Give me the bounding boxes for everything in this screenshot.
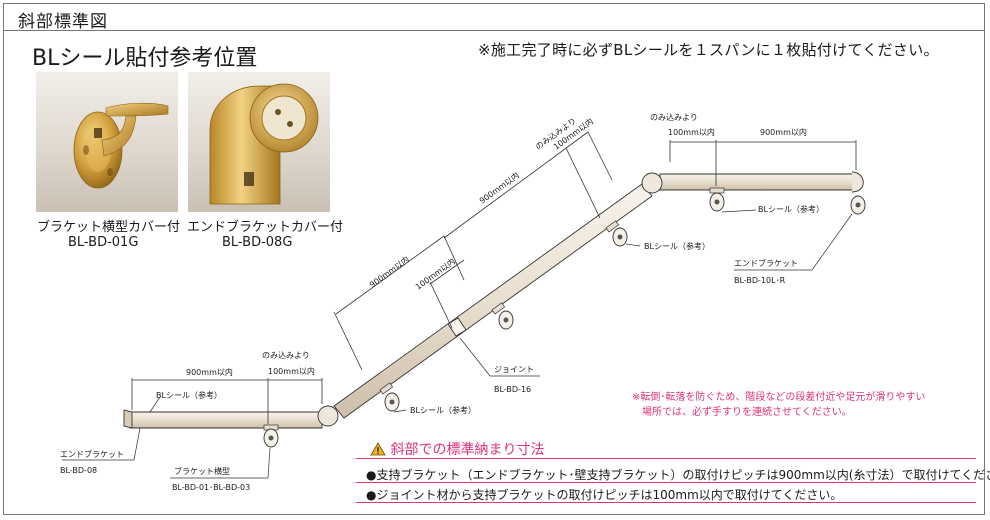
dimension-lines-lower xyxy=(131,378,323,424)
product-code-2: BL-BD-08G xyxy=(222,235,293,250)
header-bar: 斜部標準図 xyxy=(4,4,984,32)
handrail-lower xyxy=(123,409,323,429)
label-end-bracket-left: エンドブラケット xyxy=(60,449,124,459)
label-end-bracket-left-code: BL-BD-08 xyxy=(60,466,97,475)
caution-rule-bottom xyxy=(356,502,976,503)
label-bl-seal-mid: BLシール（参考） xyxy=(410,405,476,415)
safety-warning-line-1: ※転倒･転落を防ぐため、階段などの段差付近や足元が滑りやすい xyxy=(632,392,926,403)
safety-warning-line-2: 場所では、必ず手すりを連続させてください。 xyxy=(632,407,852,418)
dim-right-900: 900mm以内 xyxy=(760,127,807,137)
dim-slope-900-lower: 900mm以内 xyxy=(367,254,411,290)
end-bracket-image xyxy=(209,83,319,205)
handrail-slope xyxy=(333,183,653,419)
label-bl-seal-right: BLシール（参考） xyxy=(758,204,824,214)
callout-leaders xyxy=(62,209,853,479)
dim-left-900: 900mm以内 xyxy=(186,367,233,377)
figure-frame xyxy=(3,3,985,515)
product-name-1: ブラケット横型カバー付 xyxy=(37,220,181,235)
dimension-lines-upper xyxy=(669,140,857,186)
product-photo-bracket-horizontal xyxy=(36,72,178,212)
end-bracket-right-shape xyxy=(850,171,866,215)
label-bracket-horizontal: ブラケット横型 xyxy=(174,466,230,476)
caution-rule-mid xyxy=(356,482,976,483)
handrail-upper xyxy=(659,173,857,191)
caution-title-text: 斜部での標準納まり寸法 xyxy=(390,442,545,458)
label-bl-seal-upper: BLシール（参考） xyxy=(644,241,710,251)
bracket-horizontal-image xyxy=(73,102,169,189)
product-code-1: BL-BD-01G xyxy=(68,235,139,250)
product-name-2: エンドブラケットカバー付 xyxy=(187,220,344,235)
header-title: 斜部標準図 xyxy=(18,12,108,32)
label-bl-seal-left: BLシール（参考） xyxy=(156,390,222,400)
dim-right-100: 100mm以内 xyxy=(668,127,715,137)
warning-triangle-icon xyxy=(370,442,386,456)
caution-rule-top xyxy=(356,458,976,459)
bracket-slope-3 xyxy=(605,220,628,247)
label-joint-code: BL-BD-16 xyxy=(494,385,531,394)
bracket-slope-2 xyxy=(491,302,514,330)
caution-line-2: ●ジョイント材から支持ブラケットの取付けピッチは100mm以内で取付けてください… xyxy=(366,488,843,502)
label-end-bracket-right-code: BL-BD-10L･R xyxy=(734,276,786,285)
label-bracket-horizontal-code: BL-BD-01･BL-BD-03 xyxy=(172,483,250,492)
bracket-lower-horizontal xyxy=(263,424,279,448)
joint-part xyxy=(447,317,467,337)
dimension-lines-slope xyxy=(333,131,613,371)
dim-left-100: 100mm以内 xyxy=(268,366,315,376)
dim-slope-100-lower: 100mm以内 xyxy=(413,256,457,292)
bracket-upper-horizontal xyxy=(709,187,725,212)
label-end-bracket-right: エンドブラケット xyxy=(734,258,798,268)
safety-warning: ※転倒･転落を防ぐため、階段などの段差付近や足元が滑りやすい 場所では、必ず手す… xyxy=(632,390,925,420)
elbow-upper xyxy=(641,172,663,194)
label-joint: ジョイント xyxy=(494,365,534,374)
dim-right-nomi: のみ込みより xyxy=(650,113,698,122)
bracket-slope-1 xyxy=(379,382,400,412)
product-photo-end-bracket xyxy=(188,72,330,212)
dim-left-nomi: のみ込みより xyxy=(262,351,310,360)
elbow-lower xyxy=(317,405,339,427)
dim-slope-900-upper: 900mm以内 xyxy=(477,170,521,206)
caution-title: 斜部での標準納まり寸法 xyxy=(370,439,544,459)
section-heading: BLシール貼付参考位置 xyxy=(32,46,258,71)
seal-notice: ※施工完了時に必ずBLシールを１スパンに１枚貼付けてください。 xyxy=(478,41,939,59)
caution-line-1: ●支持ブラケット（エンドブラケット･壁支持ブラケット）の取付けピッチは900mm… xyxy=(366,468,990,482)
